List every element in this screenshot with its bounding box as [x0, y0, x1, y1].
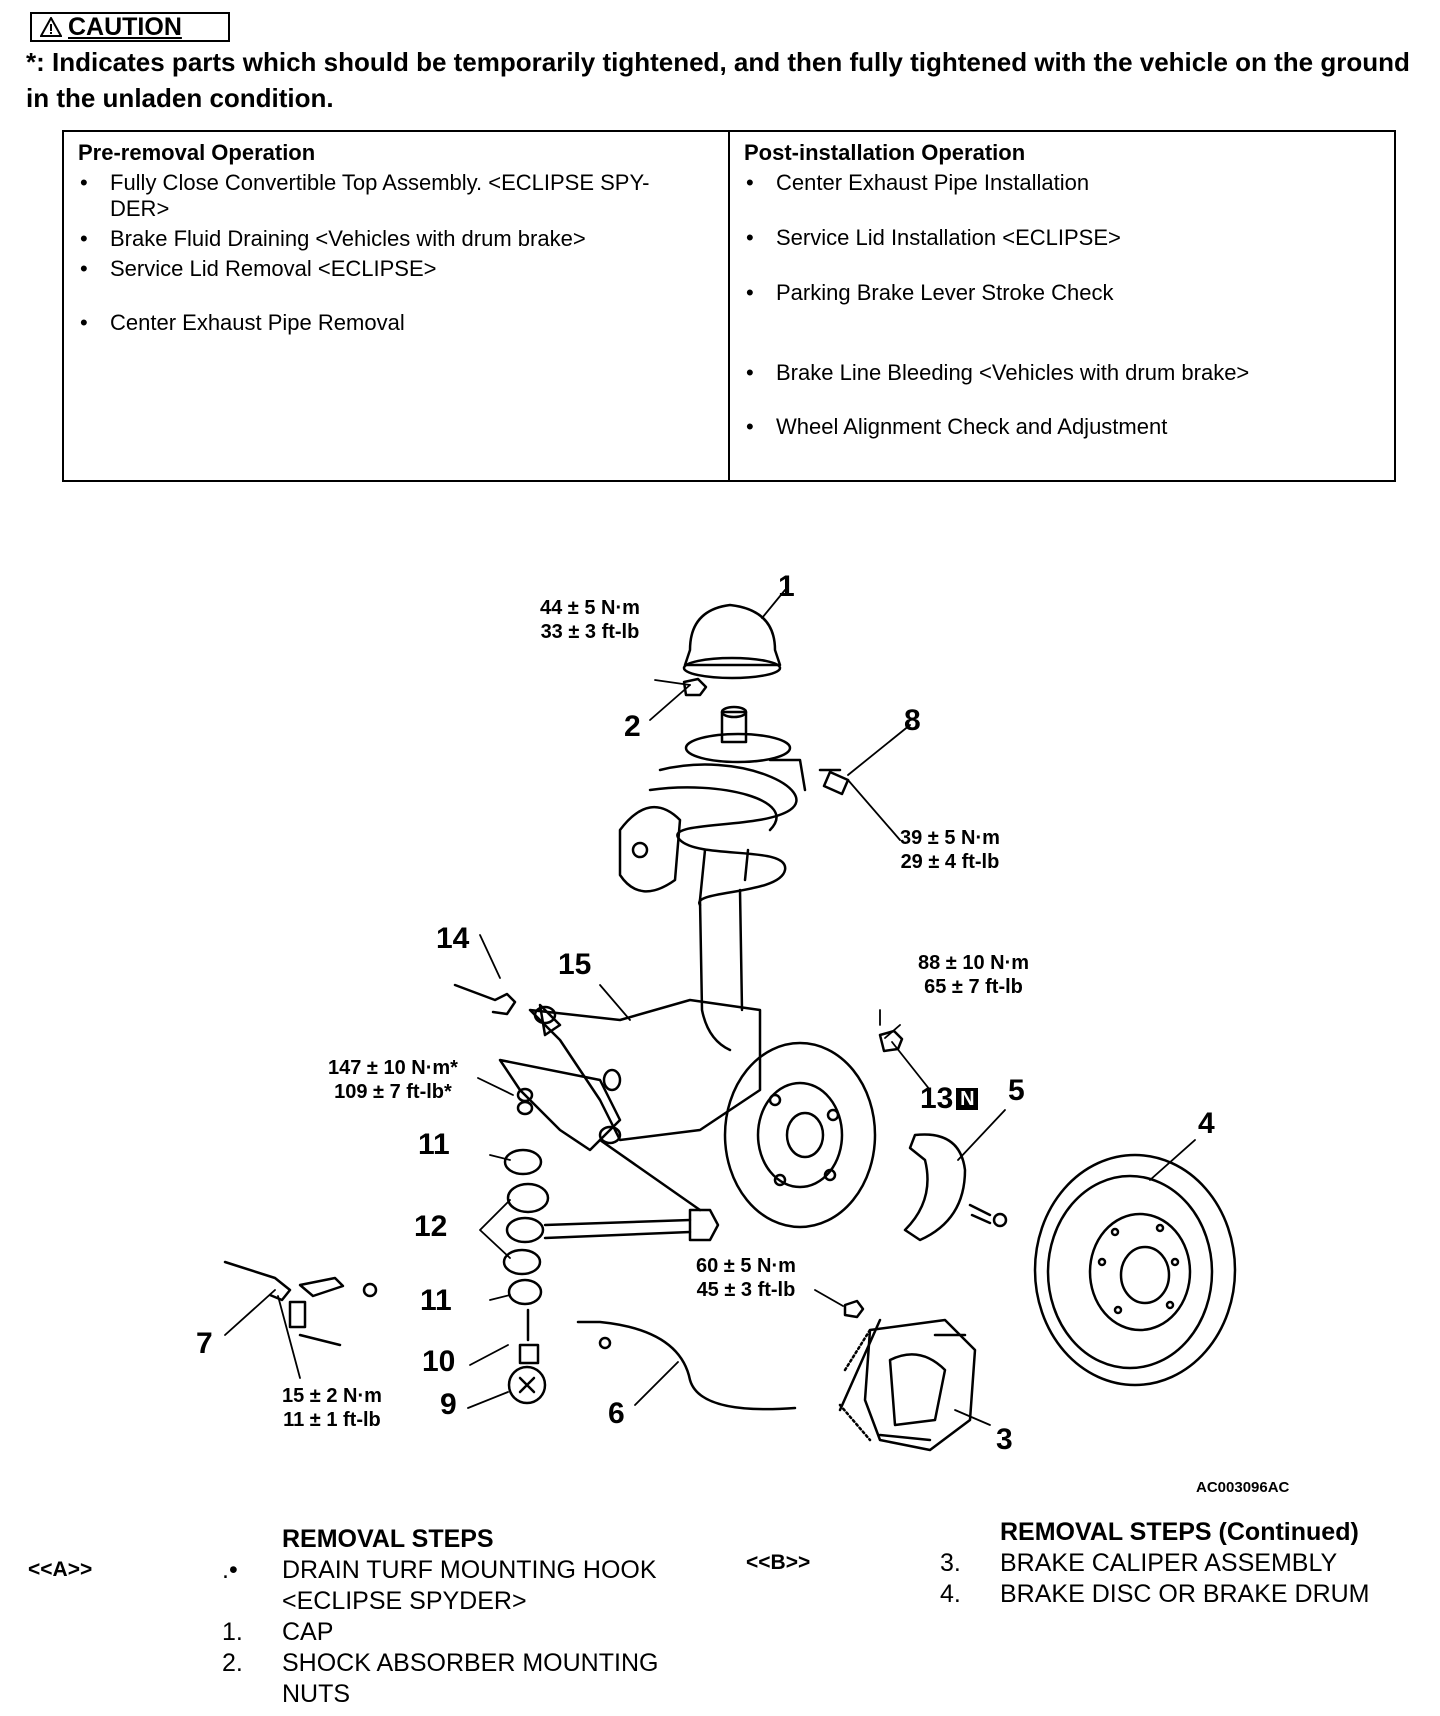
callout-5: 5	[1008, 1074, 1025, 1107]
removal-steps: REMOVAL STEPS .•DRAIN TURF MOUNTING HOOK…	[222, 1524, 702, 1710]
callout-10: 10	[422, 1345, 456, 1378]
post-installation-item: •Parking Brake Lever Stroke Check	[746, 280, 1114, 305]
bullet: •	[80, 310, 88, 335]
bullet: •	[80, 226, 88, 251]
warning-triangle-icon	[40, 17, 62, 37]
lock-nut-part	[878, 1029, 904, 1053]
callout-15: 15	[558, 948, 592, 981]
removal-step: 3.BRAKE CALIPER ASSEMBLY	[940, 1549, 1338, 1577]
post-installation-item: •Center Exhaust Pipe Installation	[746, 170, 1090, 195]
caution-note: *: Indicates parts which should be tempo…	[26, 47, 1410, 113]
pre-removal-item: •Service Lid Removal <ECLIPSE>	[80, 256, 437, 281]
callout-2: 2	[624, 710, 641, 743]
caution-box: CAUTION	[30, 12, 230, 42]
bullet: •	[746, 170, 754, 195]
abs-sensor-part	[223, 1260, 378, 1347]
removal-steps-continued-heading: REMOVAL STEPS (Continued)	[1000, 1518, 1359, 1546]
removal-step: .•DRAIN TURF MOUNTING HOOK <ECLIPSE SPYD…	[222, 1556, 657, 1615]
callout-11-lower: 11	[420, 1284, 452, 1317]
callout-14: 14	[436, 922, 470, 955]
strut-assembly-part	[618, 705, 807, 1052]
callout-9: 9	[440, 1388, 457, 1421]
removal-steps-continued: REMOVAL STEPS (Continued) 3.BRAKE CALIPE…	[940, 1517, 1420, 1610]
pre-removal-item: •Center Exhaust Pipe Removal	[80, 310, 405, 335]
post-installation-column: Post-installation Operation •Center Exha…	[730, 132, 1394, 480]
pre-removal-heading: Pre-removal Operation	[78, 140, 316, 165]
new-part-badge: N	[956, 1088, 979, 1110]
brake-shoe-part	[903, 1133, 1008, 1242]
brake-caliper-part	[838, 1318, 977, 1452]
removal-step: 4.BRAKE DISC OR BRAKE DRUM	[940, 1580, 1370, 1608]
rear-suspension-exploded-diagram	[223, 589, 1237, 1452]
post-installation-item: •Brake Line Bleeding <Vehicles with drum…	[746, 360, 1250, 385]
torque-spec: 147 ± 10 N·m*109 ± 7 ft-lb*	[328, 1057, 458, 1103]
stabilizer-link-part	[502, 1087, 720, 1405]
parking-brake-cable-part	[576, 1320, 797, 1411]
callout-1: 1	[778, 570, 795, 603]
bullet: •	[746, 360, 754, 385]
bullet: •	[80, 256, 88, 281]
callout-12: 12	[414, 1210, 448, 1243]
brake-disc-part	[1033, 1153, 1237, 1387]
pre-removal-item: •Brake Fluid Draining <Vehicles with dru…	[80, 226, 586, 251]
callout-7: 7	[196, 1327, 213, 1360]
trailing-arm-part	[498, 998, 762, 1212]
callout-3: 3	[996, 1423, 1013, 1456]
removal-step: 2.SHOCK ABSORBER MOUNTING NUTS	[222, 1649, 659, 1708]
post-installation-item: •Wheel Alignment Check and Adjustment	[746, 414, 1168, 439]
marker-b: <<B>>	[746, 1551, 811, 1574]
pre-removal-item: •Fully Close Convertible Top Assembly. <…	[80, 170, 650, 221]
marker-a: <<A>>	[28, 1558, 93, 1581]
bolt-part	[818, 768, 850, 796]
bullet: •	[746, 280, 754, 305]
callout-6: 6	[608, 1397, 625, 1430]
caution-label: CAUTION	[68, 12, 182, 41]
removal-step: 1.CAP	[222, 1618, 334, 1646]
leader-lines	[224, 589, 1196, 1426]
caliper-bolt-part	[843, 1299, 865, 1319]
callout-11-upper: 11	[418, 1128, 450, 1161]
bullet: •	[80, 170, 88, 195]
post-installation-item: •Service Lid Installation <ECLIPSE>	[746, 225, 1121, 250]
mounting-nut-part	[682, 677, 708, 697]
pre-removal-column: Pre-removal Operation •Fully Close Conve…	[64, 132, 730, 480]
callout-4: 4	[1198, 1107, 1215, 1140]
cap-part	[682, 603, 782, 680]
figure-code: AC003096AC	[1196, 1479, 1290, 1496]
cable-end-part	[598, 1336, 612, 1350]
bullet: •	[746, 225, 754, 250]
bullet: •	[746, 414, 754, 439]
operations-table: Pre-removal Operation •Fully Close Conve…	[62, 130, 1396, 482]
callout-8: 8	[904, 704, 921, 737]
post-installation-heading: Post-installation Operation	[744, 140, 1026, 165]
hub-backing-plate-part	[723, 1041, 877, 1229]
speed-sensor-part	[453, 983, 517, 1016]
removal-steps-heading: REMOVAL STEPS	[282, 1525, 494, 1553]
callout-13: 13 N	[920, 1082, 979, 1116]
